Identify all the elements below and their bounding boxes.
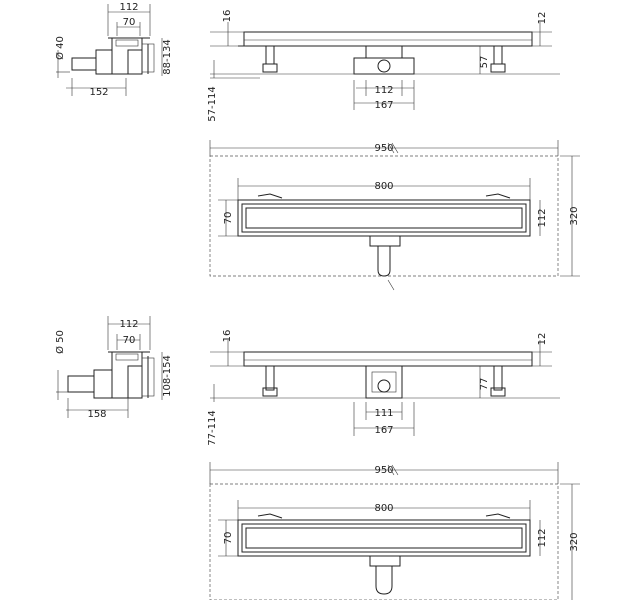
dim-top-front-16: 16 (222, 10, 233, 23)
dim-top-plan-800: 800 (374, 181, 393, 192)
dim-bottom-plan-800: 800 (374, 503, 393, 514)
dim-top-side-70: 70 (123, 17, 136, 28)
top-front-view: 16 12 57 57-114 112 167 (207, 10, 560, 122)
dim-top-front-112: 112 (374, 85, 393, 96)
dim-top-front-depth: 57-114 (207, 86, 218, 121)
dim-bottom-plan-950: 950 (374, 465, 393, 476)
dim-bottom-side-158: 158 (87, 409, 106, 420)
bottom-side-view: 112 70 Ø 50 108-154 158 (54, 316, 173, 420)
dim-bottom-front-111: 111 (374, 408, 393, 419)
bottom-front-view: 16 12 77 77-114 111 167 (207, 330, 560, 446)
dim-bottom-front-77: 77 (479, 378, 490, 391)
dim-bottom-front-167: 167 (374, 425, 393, 436)
dim-bottom-front-12: 12 (537, 333, 548, 346)
dim-bottom-plan-112: 112 (537, 528, 548, 547)
dim-bottom-plan-320: 320 (569, 532, 580, 551)
top-plan-view: 950 800 70 112 320 (209, 140, 580, 291)
dim-bottom-side-height: 108-154 (162, 355, 173, 397)
dim-top-plan-70: 70 (223, 212, 234, 225)
dim-top-side-152: 152 (89, 87, 108, 98)
dim-bottom-plan-70: 70 (223, 532, 234, 545)
dim-top-side-height: 88-134 (162, 39, 173, 74)
dim-bottom-side-diameter: Ø 50 (54, 330, 66, 354)
dim-bottom-front-depth: 77-114 (207, 410, 218, 445)
dim-top-plan-320: 320 (569, 206, 580, 225)
dim-top-side-diameter: Ø 40 (54, 36, 66, 60)
bottom-plan-view: 950 800 70 112 320 (209, 462, 580, 601)
dim-top-plan-950: 950 (374, 143, 393, 154)
dim-bottom-front-16: 16 (222, 330, 233, 343)
dim-top-front-12: 12 (537, 12, 548, 25)
dim-top-side-112: 112 (119, 2, 138, 13)
dim-top-front-57: 57 (479, 56, 490, 69)
top-side-view: 112 70 Ø 40 88-134 152 (54, 2, 173, 98)
dim-top-plan-112: 112 (537, 208, 548, 227)
dim-bottom-side-112: 112 (119, 319, 138, 330)
dim-bottom-side-70: 70 (123, 335, 136, 346)
dim-top-front-167: 167 (374, 100, 393, 111)
